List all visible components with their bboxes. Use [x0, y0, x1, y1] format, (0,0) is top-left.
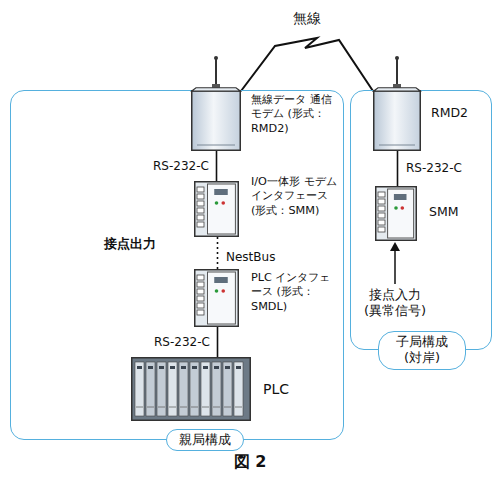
group-caption: 親局構成 [166, 429, 244, 451]
cable-label: RS-232-C [404, 161, 464, 175]
cable [217, 237, 219, 269]
device-node: PLC インタフェース (形式：SMDL) [194, 269, 239, 327]
signal-label: 接点入力 (異常信号) [358, 287, 432, 320]
cable [217, 327, 219, 357]
device-label: RMD2 [431, 105, 491, 121]
device-label: PLC インタフェース (形式：SMDL) [251, 271, 341, 314]
group-region: 親局構成無線データ 通信モデム (形式：RMD2)I/O一体形 モデム インタフ… [10, 90, 344, 440]
cable-label: 無線 [291, 10, 323, 27]
device-node: I/O一体形 モデム インタフェース (形式：SMM) [194, 181, 239, 237]
cable [397, 151, 399, 186]
plc-illustration [131, 357, 251, 421]
cable-label: NestBus [224, 250, 277, 264]
modem-illustration [373, 87, 421, 151]
device-label: I/O一体形 モデム インタフェース (形式：SMM) [251, 175, 341, 218]
wireless-link [241, 38, 373, 91]
device-node: 無線データ 通信モデム (形式：RMD2) [191, 87, 241, 151]
module-illustration [194, 269, 239, 327]
module-illustration [194, 181, 239, 237]
device-node: RMD2 [373, 87, 421, 151]
cable-label: RS-232-C [152, 335, 212, 349]
figure-caption: 図 2 [0, 452, 500, 473]
device-label: 無線データ 通信モデム (形式：RMD2) [251, 93, 341, 136]
module-illustration [375, 186, 417, 241]
input-arrow [394, 249, 396, 284]
device-node: SMM [375, 186, 417, 241]
device-label: SMM [429, 204, 489, 220]
group-caption: 子局構成 (対岸) [378, 331, 466, 370]
input-arrowhead [390, 242, 400, 251]
signal-label: 接点出力 [104, 236, 184, 252]
cable-label: RS-232-C [151, 159, 211, 173]
device-label: PLC [263, 381, 313, 399]
modem-illustration [191, 87, 241, 151]
cable [216, 151, 218, 181]
device-node: PLC [131, 357, 251, 421]
